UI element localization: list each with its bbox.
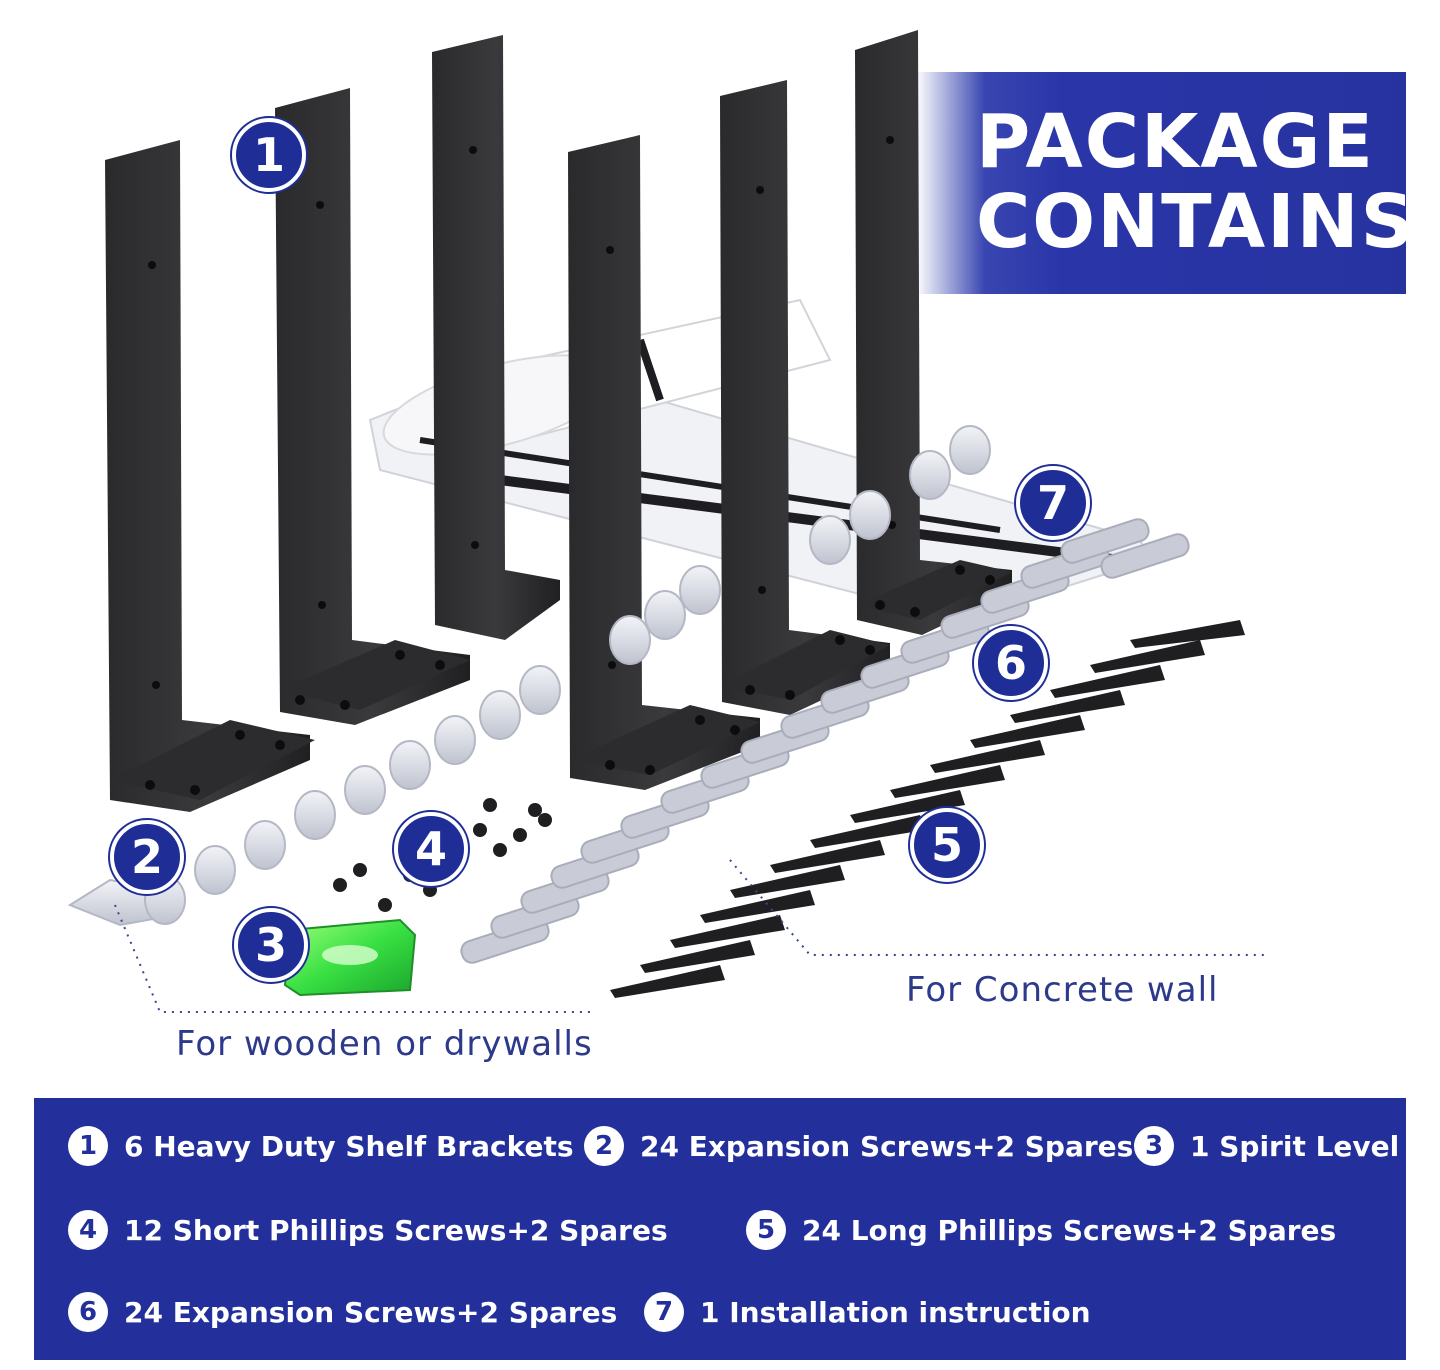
shelf-bracket-icon [105,30,1012,812]
banner-title-line-2: CONTAINS [976,179,1416,265]
wall-plug-icon [460,518,1190,964]
badge-6: 6 [974,626,1048,700]
badge-5: 5 [910,808,984,882]
legend-item-1: 1 6 Heavy Duty Shelf Brackets [68,1126,574,1166]
banner-title-line-1: PACKAGE [976,99,1375,185]
legend-text: 24 Expansion Screws+2 Spares [124,1295,618,1329]
contents-legend: 1 6 Heavy Duty Shelf Brackets 2 24 Expan… [34,1098,1406,1360]
legend-number: 3 [1134,1126,1174,1166]
legend-text: 1 Installation instruction [700,1295,1091,1329]
legend-text: 12 Short Phillips Screws+2 Spares [124,1213,668,1247]
caption-leader-lines [114,859,1265,1013]
legend-item-6: 6 24 Expansion Screws+2 Spares [68,1292,617,1332]
legend-number: 4 [68,1210,108,1250]
legend-number: 1 [68,1126,108,1166]
legend-text: 24 Long Phillips Screws+2 Spares [802,1213,1337,1247]
package-contents-photo [67,30,1265,1013]
legend-text: 1 Spirit Level [1190,1129,1400,1163]
badge-7: 7 [1016,466,1090,540]
legend-number: 5 [746,1210,786,1250]
legend-item-2: 2 24 Expansion Screws+2 Spares [584,1126,1133,1166]
badge-1: 1 [232,118,306,192]
legend-item-4: 4 12 Short Phillips Screws+2 Spares [68,1210,668,1250]
legend-item-3: 3 1 Spirit Level [1134,1126,1399,1166]
badge-4: 4 [394,812,468,886]
legend-text: 24 Expansion Screws+2 Spares [640,1129,1134,1163]
badge-3: 3 [234,908,308,982]
legend-item-5: 5 24 Long Phillips Screws+2 Spares [746,1210,1336,1250]
long-screw-icon [610,620,1245,998]
caption-concrete-wall: For Concrete wall [906,970,1219,1010]
legend-number: 7 [644,1292,684,1332]
legend-number: 2 [584,1126,624,1166]
legend-item-7: 7 1 Installation instruction [644,1292,1091,1332]
legend-text: 6 Heavy Duty Shelf Brackets [124,1129,574,1163]
badge-2: 2 [110,820,184,894]
package-contains-banner: PACKAGE CONTAINS [916,72,1414,294]
spirit-level-icon [283,918,417,997]
drywall-anchor-icon [67,425,991,927]
caption-wooden-drywall: For wooden or drywalls [176,1024,593,1064]
legend-number: 6 [68,1292,108,1332]
